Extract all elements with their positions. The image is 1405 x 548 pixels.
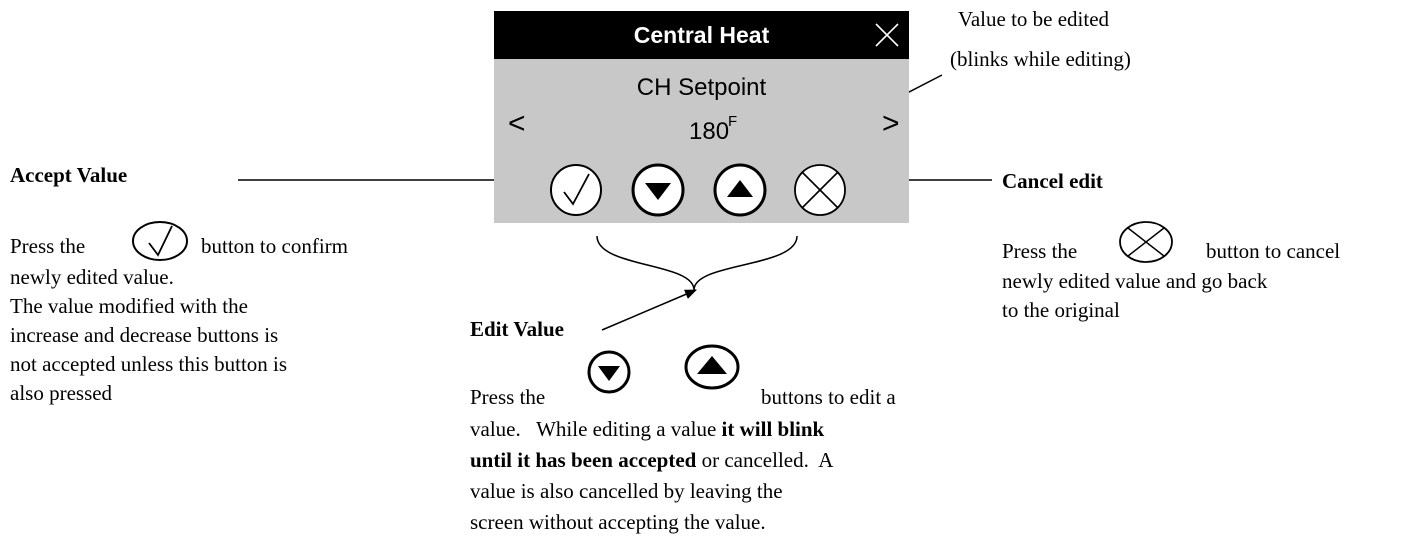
edit-brace [596,235,798,291]
edit-text-end: buttons to edit a [761,385,896,409]
edit-text-start: Press the [470,385,546,409]
cancel-x-icon [1118,220,1174,264]
close-icon[interactable] [874,22,900,48]
device-header [494,11,909,59]
cancel-line-1: newly edited value and go back [1002,269,1268,293]
next-screen-arrow[interactable]: > [882,107,900,140]
edit-line-3: until it has been accepted or cancelled.… [470,447,833,473]
cancel-text-start: Press the [1002,239,1078,263]
accept-line-3: increase and decrease buttons is [10,323,279,347]
accept-line-5: also pressed [10,381,113,405]
check-icon [550,164,602,216]
cancel-line-2: to the original [1002,298,1120,322]
accept-text-end: button to confirm [201,234,348,258]
device-panel: Central Heat CH Setpoint < > 180 F [494,11,909,223]
up-arrow-icon [683,343,741,391]
accept-button[interactable] [548,162,604,218]
down-arrow-icon [586,350,632,394]
accept-title: Accept Value [10,163,128,187]
increase-button[interactable] [712,162,768,218]
device-title: Central Heat [633,22,770,48]
value-callout-line1: Value to be edited [958,7,1110,31]
edit-line-2-bold: it will blink [721,417,825,441]
edit-line-2: value. While editing a value it will bli… [470,416,824,442]
check-icon [131,220,189,262]
accept-text-start: Press the [10,234,86,258]
edit-line-3-bold: until it has been accepted [470,448,697,472]
edit-title: Edit Value [470,317,564,341]
edit-line-4: value is also cancelled by leaving the [470,479,783,503]
edit-arrow [601,289,697,331]
accept-line-1: newly edited value. [10,265,174,289]
down-arrow-icon [631,163,685,217]
up-arrow-icon [713,163,767,217]
screen-label: CH Setpoint [636,74,767,101]
cancel-button[interactable] [792,162,848,218]
setpoint-value: 180 [689,118,730,145]
cancel-title: Cancel edit [1002,169,1103,193]
edit-line-3-text: or cancelled. A [696,448,834,472]
edit-line-5: screen without accepting the value. [470,510,766,534]
accept-line-2: The value modified with the [10,294,248,318]
setpoint-unit: F [728,113,738,130]
cancel-text-end: button to cancel [1206,239,1341,263]
value-callout-line2: (blinks while editing) [950,47,1131,71]
accept-line-4: not accepted unless this button is [10,352,288,376]
cancel-x-icon [794,164,846,216]
previous-screen-arrow[interactable]: < [508,107,526,140]
decrease-button[interactable] [630,162,686,218]
edit-line-2-text: value. While editing a value [470,417,722,441]
